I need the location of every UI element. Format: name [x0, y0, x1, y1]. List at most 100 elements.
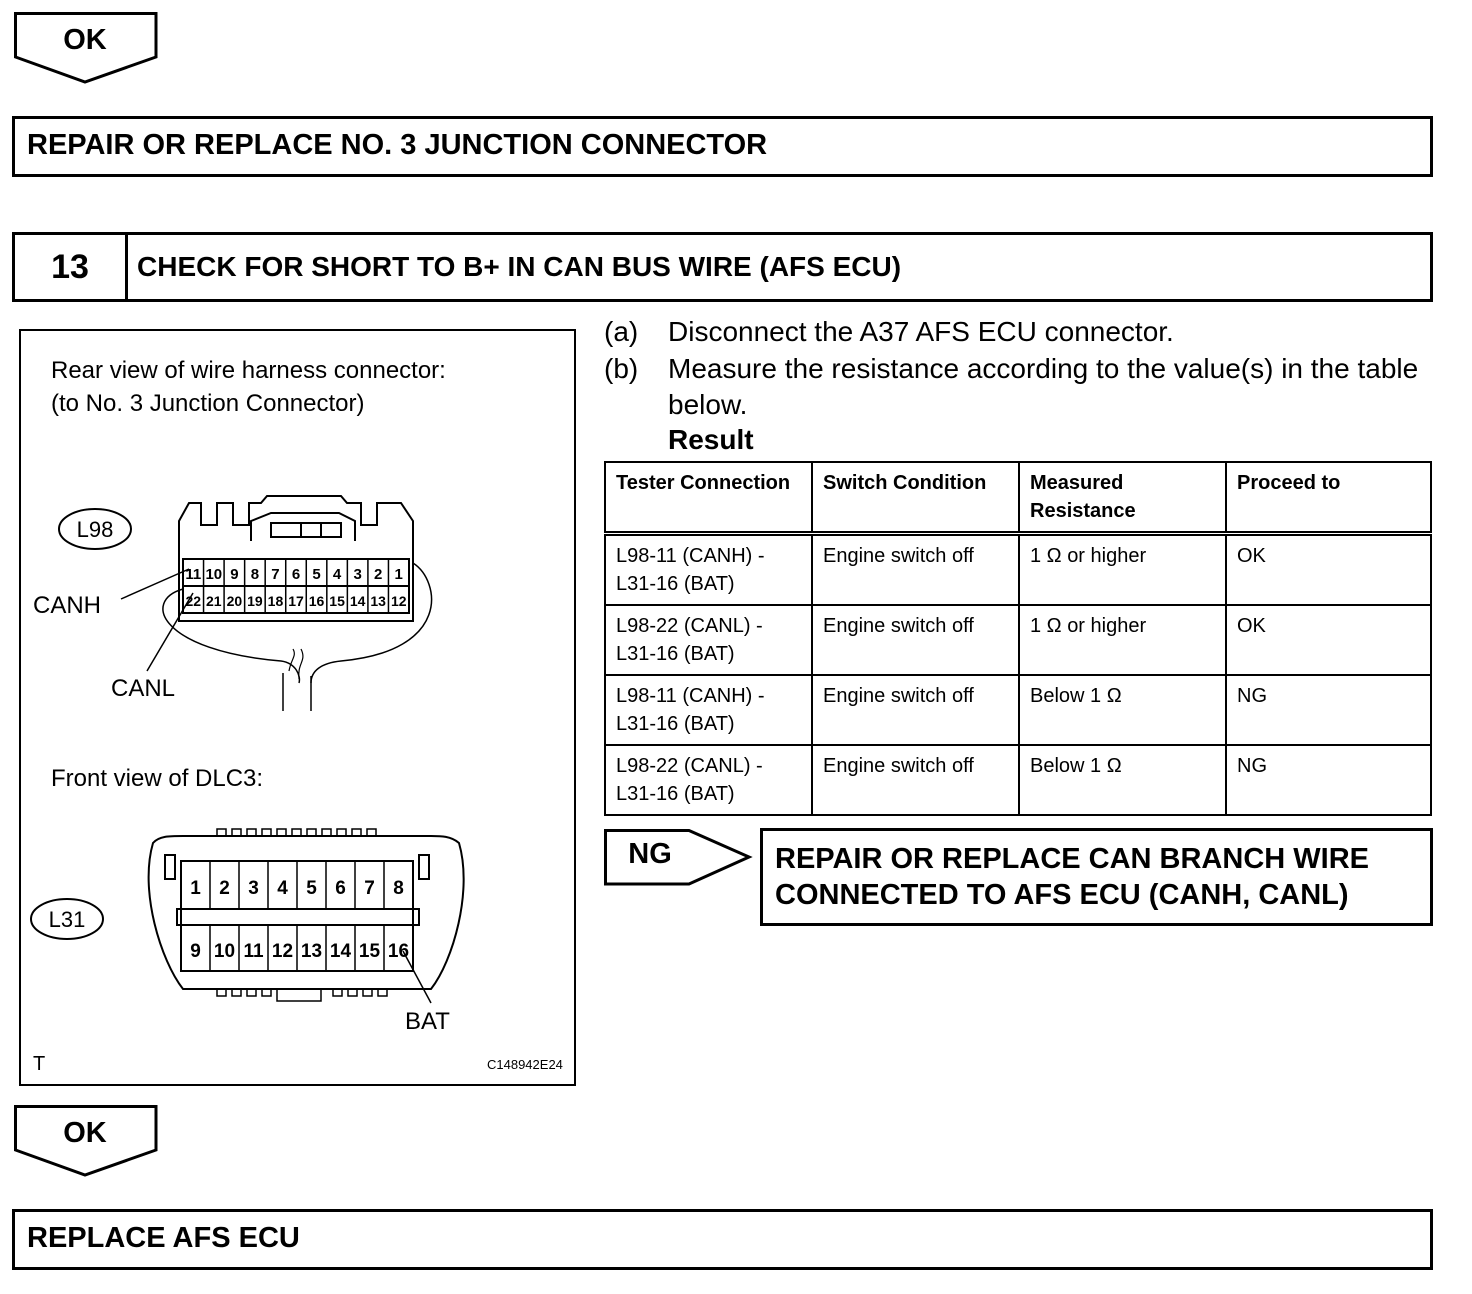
l98-pin-label: 5 — [312, 566, 320, 583]
dlc-pin-label: 3 — [248, 878, 259, 899]
table-cell: L98-22 (CANL) - L31-16 (BAT) — [604, 744, 813, 816]
l98-pin-label: 1 — [395, 566, 403, 583]
ok-bottom-label: OK — [63, 1117, 107, 1149]
table-cell: 1 Ω or higher — [1018, 532, 1227, 606]
table-cell: Engine switch off — [811, 532, 1020, 606]
dlc-pin-label: 15 — [359, 941, 381, 962]
table-cell: 1 Ω or higher — [1018, 604, 1227, 676]
table-cell: L98-11 (CANH) - L31-16 (BAT) — [604, 532, 813, 606]
dlc-pin-label: 1 — [190, 878, 201, 899]
step-number: 13 — [15, 235, 128, 299]
table-header-cell: Tester Connection — [604, 461, 813, 536]
table-cell: NG — [1225, 744, 1432, 816]
l98-pin-label: 13 — [370, 593, 386, 609]
table-cell: NG — [1225, 674, 1432, 746]
table-cell: Engine switch off — [811, 604, 1020, 676]
table-cell: Below 1 Ω — [1018, 744, 1227, 816]
l98-pin-label: 18 — [268, 593, 284, 609]
dlc-pin-label: 7 — [364, 878, 375, 899]
table-row: L98-11 (CANH) - L31-16 (BAT) Engine swit… — [604, 532, 1432, 606]
table-cell: OK — [1225, 604, 1432, 676]
table-cell: L98-11 (CANH) - L31-16 (BAT) — [604, 674, 813, 746]
l98-id-ellipse — [58, 508, 132, 550]
l31-id-ellipse — [30, 898, 104, 940]
repair-junction-box: REPAIR OR REPLACE NO. 3 JUNCTION CONNECT… — [12, 116, 1433, 177]
instruction-a: (a) Disconnect the A37 AFS ECU connector… — [604, 314, 1434, 350]
table-cell: Engine switch off — [811, 744, 1020, 816]
step-title: CHECK FOR SHORT TO B+ IN CAN BUS WIRE (A… — [137, 251, 902, 282]
l98-pin-label: 10 — [205, 566, 222, 583]
dlc-pin-label: 14 — [330, 941, 352, 962]
replace-ecu-box: REPLACE AFS ECU — [12, 1209, 1433, 1270]
l98-pin-label: 8 — [251, 566, 259, 583]
table-row: L98-22 (CANL) - L31-16 (BAT) Engine swit… — [604, 744, 1432, 816]
l98-pin-label: 22 — [185, 593, 201, 609]
canh-label: CANH — [33, 592, 101, 619]
instruction-text: Disconnect the A37 AFS ECU connector. — [668, 316, 1174, 347]
ng-arrow-icon — [604, 829, 753, 886]
l98-pin-label: 7 — [271, 566, 279, 583]
l98-pin-label: 11 — [185, 566, 201, 583]
dlc-pin-label: 2 — [219, 878, 230, 899]
table-cell: Engine switch off — [811, 674, 1020, 746]
l98-pin-label: 15 — [329, 593, 345, 609]
l98-pin-label: 2 — [374, 566, 382, 583]
table-cell: OK — [1225, 532, 1432, 606]
dlc-pin-label: 5 — [306, 878, 317, 899]
figure-caption-rear: Rear view of wire harness connector: — [51, 357, 446, 384]
ok-arrow-bottom-icon — [14, 1105, 158, 1177]
bat-label: BAT — [405, 1008, 450, 1035]
figure-code: C148942E24 — [487, 1057, 563, 1072]
table-header-cell: Proceed to — [1225, 461, 1432, 536]
ng-action-box: REPAIR OR REPLACE CAN BRANCH WIRE CONNEC… — [760, 828, 1433, 926]
dlc-pin-label: 11 — [243, 941, 264, 962]
figure-corner-mark: T — [33, 1053, 46, 1075]
table-row: L98-22 (CANL) - L31-16 (BAT) Engine swit… — [604, 604, 1432, 676]
connector-figure: Rear view of wire harness connector: (to… — [19, 329, 576, 1086]
l98-pin-label: 16 — [309, 593, 325, 609]
instruction-letter: (b) — [604, 353, 639, 384]
canl-label: CANL — [111, 675, 175, 702]
repair-junction-text: REPAIR OR REPLACE NO. 3 JUNCTION CONNECT… — [27, 129, 768, 161]
l98-pin-label: 17 — [288, 593, 304, 609]
ng-action-text: REPAIR OR REPLACE CAN BRANCH WIRE CONNEC… — [775, 843, 1369, 911]
table-cell: L98-22 (CANL) - L31-16 (BAT) — [604, 604, 813, 676]
l98-pin-label: 12 — [391, 593, 407, 609]
figure-caption-rear-sub: (to No. 3 Junction Connector) — [51, 390, 365, 417]
dlc-pin-label: 16 — [388, 941, 409, 962]
l98-pin-label: 3 — [353, 566, 361, 583]
ng-label: NG — [628, 838, 672, 870]
l98-pin-label: 4 — [333, 566, 342, 583]
table-header-row: Tester Connection Switch Condition Measu… — [604, 461, 1432, 536]
dlc-pin-label: 9 — [190, 941, 201, 962]
dlc-pin-label: 6 — [335, 878, 346, 899]
instruction-letter: (a) — [604, 316, 639, 347]
dlc-pin-label: 10 — [214, 941, 235, 962]
dlc-pin-label: 8 — [393, 878, 404, 899]
figure-caption-dlc3: Front view of DLC3: — [51, 765, 264, 792]
result-label: Result — [668, 424, 754, 455]
instruction-text: Measure the resistance according to the … — [668, 353, 1419, 420]
replace-ecu-text: REPLACE AFS ECU — [27, 1222, 300, 1254]
instruction-b: (b) Measure the resistance according to … — [604, 351, 1434, 423]
l98-pin-label: 20 — [227, 593, 243, 609]
step-header: 13 CHECK FOR SHORT TO B+ IN CAN BUS WIRE… — [12, 232, 1433, 302]
l31-id-label: L31 — [49, 907, 86, 932]
table-cell: Below 1 Ω — [1018, 674, 1227, 746]
dlc-pin-label: 13 — [301, 941, 322, 962]
l98-pin-label: 9 — [230, 566, 238, 583]
result-table: Tester Connection Switch Condition Measu… — [604, 461, 1432, 816]
l98-pin-label: 6 — [292, 566, 300, 583]
dlc-pin-label: 12 — [272, 941, 293, 962]
table-header-cell: Measured Resistance — [1018, 461, 1227, 536]
l98-id-label: L98 — [77, 517, 114, 542]
l98-pin-label: 19 — [247, 593, 263, 609]
table-row: L98-11 (CANH) - L31-16 (BAT) Engine swit… — [604, 674, 1432, 746]
ok-arrow-top-icon — [14, 12, 158, 84]
l98-pin-label: 14 — [350, 593, 366, 609]
dlc-pin-label: 4 — [277, 878, 288, 899]
l98-pin-label: 21 — [206, 593, 222, 609]
table-header-cell: Switch Condition — [811, 461, 1020, 536]
ok-top-label: OK — [63, 24, 107, 56]
